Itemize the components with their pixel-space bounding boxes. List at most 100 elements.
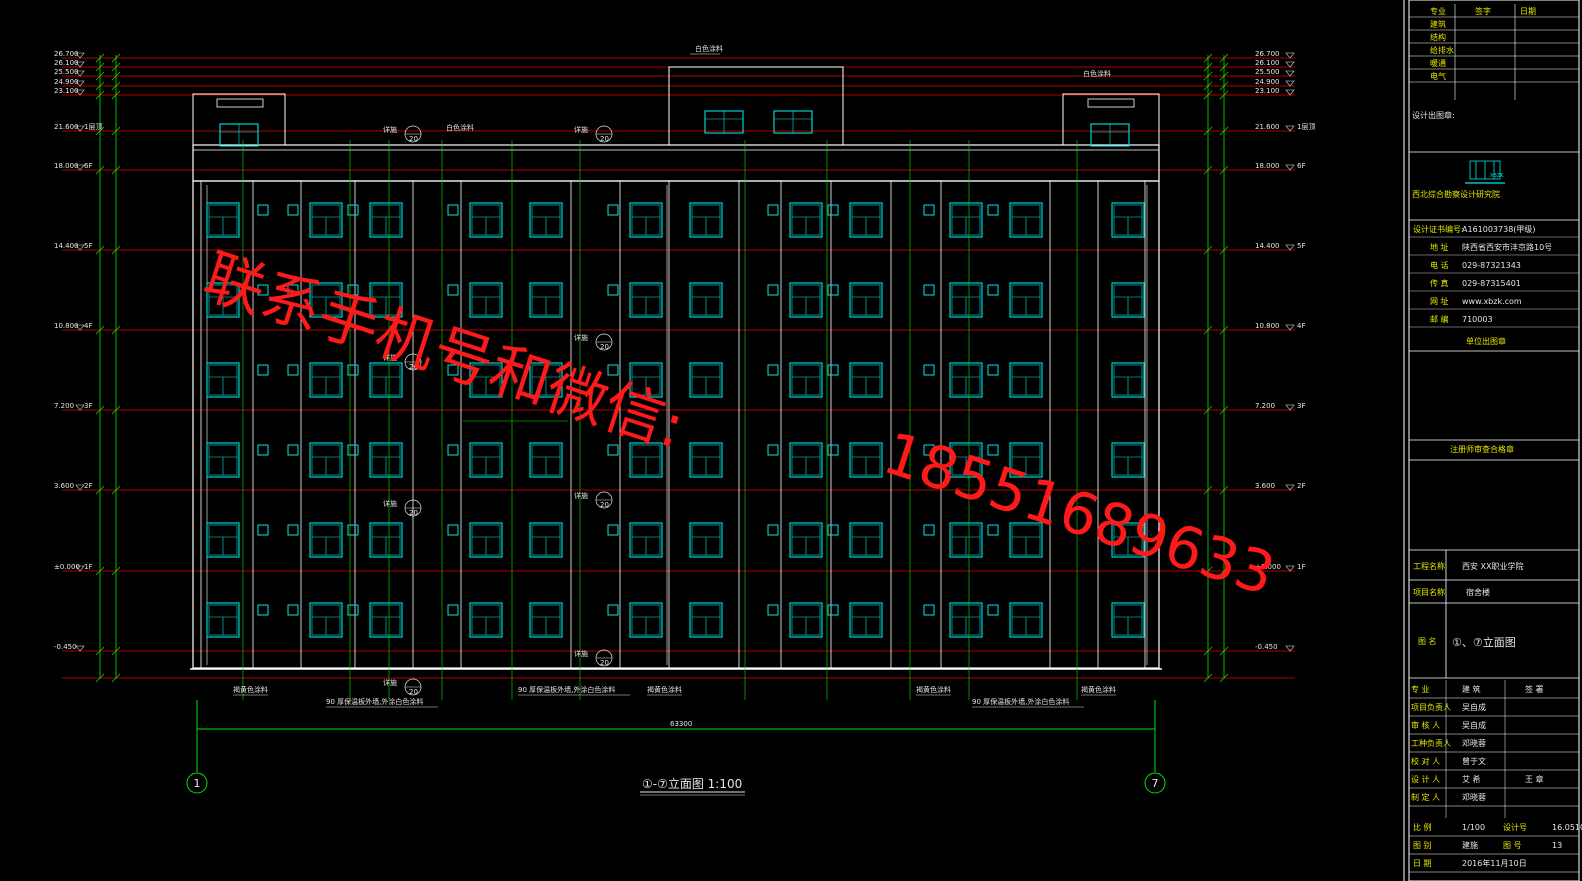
elevation-triangle — [75, 61, 85, 68]
window — [369, 202, 403, 238]
role-name: 吴自成 — [1462, 720, 1486, 730]
small-window — [607, 364, 619, 376]
dimension-tick — [1219, 53, 1229, 63]
dimension-tick — [95, 90, 105, 100]
contact-value: A161003738(甲级) — [1462, 224, 1536, 234]
center-tower — [668, 66, 844, 146]
role-name: 曾于文 — [1462, 756, 1486, 766]
elevation-mark: 3.600 — [54, 482, 74, 490]
window — [369, 362, 403, 398]
detail-ref: 20 — [409, 363, 418, 371]
units-seal-label: 单位出图章 — [1466, 336, 1506, 346]
elevation-triangle — [75, 164, 85, 171]
dimension-tick — [1203, 126, 1213, 136]
dimension-tick — [1219, 165, 1229, 175]
window — [629, 202, 663, 238]
small-window — [447, 604, 459, 616]
floor-level-lines — [62, 57, 1295, 679]
window — [369, 602, 403, 638]
dimension-tick — [1219, 90, 1229, 100]
title-block-header-table: 专业签字日期建筑结构给排水暖通电气 — [1409, 4, 1579, 100]
dimension-tick — [111, 325, 121, 335]
small-window — [767, 364, 779, 376]
elevation-triangle — [1285, 565, 1295, 572]
dimension-tick — [111, 566, 121, 576]
contact-label: 邮 编 — [1430, 314, 1449, 324]
title-block: 专业签字日期建筑结构给排水暖通电气 设计出图章: XBZK 西北综合勘察设计研究… — [1408, 0, 1582, 881]
detail-tag: 详施 — [383, 125, 397, 134]
window — [369, 442, 403, 478]
material-label: 褐黄色涂料 — [647, 685, 682, 694]
dimension-tick — [95, 646, 105, 656]
elevation-triangle — [1285, 645, 1295, 652]
dimension-tick — [1203, 485, 1213, 495]
small-window — [767, 604, 779, 616]
main-facade — [192, 180, 1160, 669]
callout-top-paint-right: 白色涂料 — [1083, 69, 1111, 78]
window — [309, 202, 343, 238]
dimension-tick — [1219, 566, 1229, 576]
window — [206, 442, 240, 478]
window — [469, 442, 503, 478]
dimension-tick — [1219, 673, 1229, 683]
role-title: 校 对 人 — [1411, 756, 1440, 766]
small-window — [923, 364, 935, 376]
window — [529, 362, 563, 398]
window — [529, 282, 563, 318]
dimension-tick — [1219, 646, 1229, 656]
dimension-tick — [1203, 566, 1213, 576]
window — [949, 362, 983, 398]
small-window — [827, 204, 839, 216]
detail-ref: 20 — [600, 343, 609, 351]
window — [689, 602, 723, 638]
small-window — [257, 524, 269, 536]
small-window — [827, 524, 839, 536]
elevation-mark: 24.900 — [54, 78, 79, 86]
role-name: 建 筑 — [1462, 684, 1481, 694]
small-window — [447, 364, 459, 376]
window — [689, 202, 723, 238]
elevation-note: 1层顶 — [84, 123, 102, 131]
window — [1009, 442, 1043, 478]
elevation-mark: ±0.000 — [54, 563, 80, 571]
dimension-tick — [95, 245, 105, 255]
window — [949, 202, 983, 238]
tower-vent-left — [216, 98, 264, 108]
stair-tower-right — [1062, 93, 1160, 146]
window — [849, 522, 883, 558]
contact-value: 029-87321343 — [1462, 261, 1521, 270]
window — [309, 282, 343, 318]
small-window — [923, 604, 935, 616]
elevation-triangle — [1285, 80, 1295, 87]
small-window — [767, 204, 779, 216]
tb-header-cell: 暖通 — [1430, 58, 1446, 68]
window — [849, 442, 883, 478]
roles-table: 专 业建 筑签 署项目负责人吴自成审 核 人吴自成工种负责人邓晓蓉校 对 人曾于… — [1409, 680, 1579, 818]
dimension-tick — [111, 485, 121, 495]
elevation-triangle — [1285, 244, 1295, 251]
detail-ref: 20 — [409, 135, 418, 143]
tower-vent-right — [1087, 98, 1135, 108]
small-window — [287, 204, 299, 216]
detail-tag: 详施 — [574, 491, 588, 500]
dimension-tick — [1203, 90, 1213, 100]
elevation-mark: 3.600 — [1255, 482, 1275, 490]
window — [206, 522, 240, 558]
detail-ref: 20 — [600, 659, 609, 667]
dimension-tick — [95, 81, 105, 91]
elevation-triangle — [75, 70, 85, 77]
role-sign: 王 章 — [1525, 774, 1544, 784]
dimension-tick — [1219, 245, 1229, 255]
dimension-tick — [1203, 325, 1213, 335]
contact-value: 029-87315401 — [1462, 279, 1521, 288]
callout-top-paint: 白色涂料 — [695, 44, 723, 53]
window — [1009, 602, 1043, 638]
small-window — [347, 204, 359, 216]
dimension-tick — [1219, 325, 1229, 335]
facade-pilasters — [200, 181, 1148, 668]
footer-value: 2016年11月10日 — [1462, 858, 1527, 868]
elevation-note: 1层顶 — [1297, 123, 1315, 131]
elevation-note: 2F — [84, 482, 92, 490]
dimension-tick — [1203, 62, 1213, 72]
